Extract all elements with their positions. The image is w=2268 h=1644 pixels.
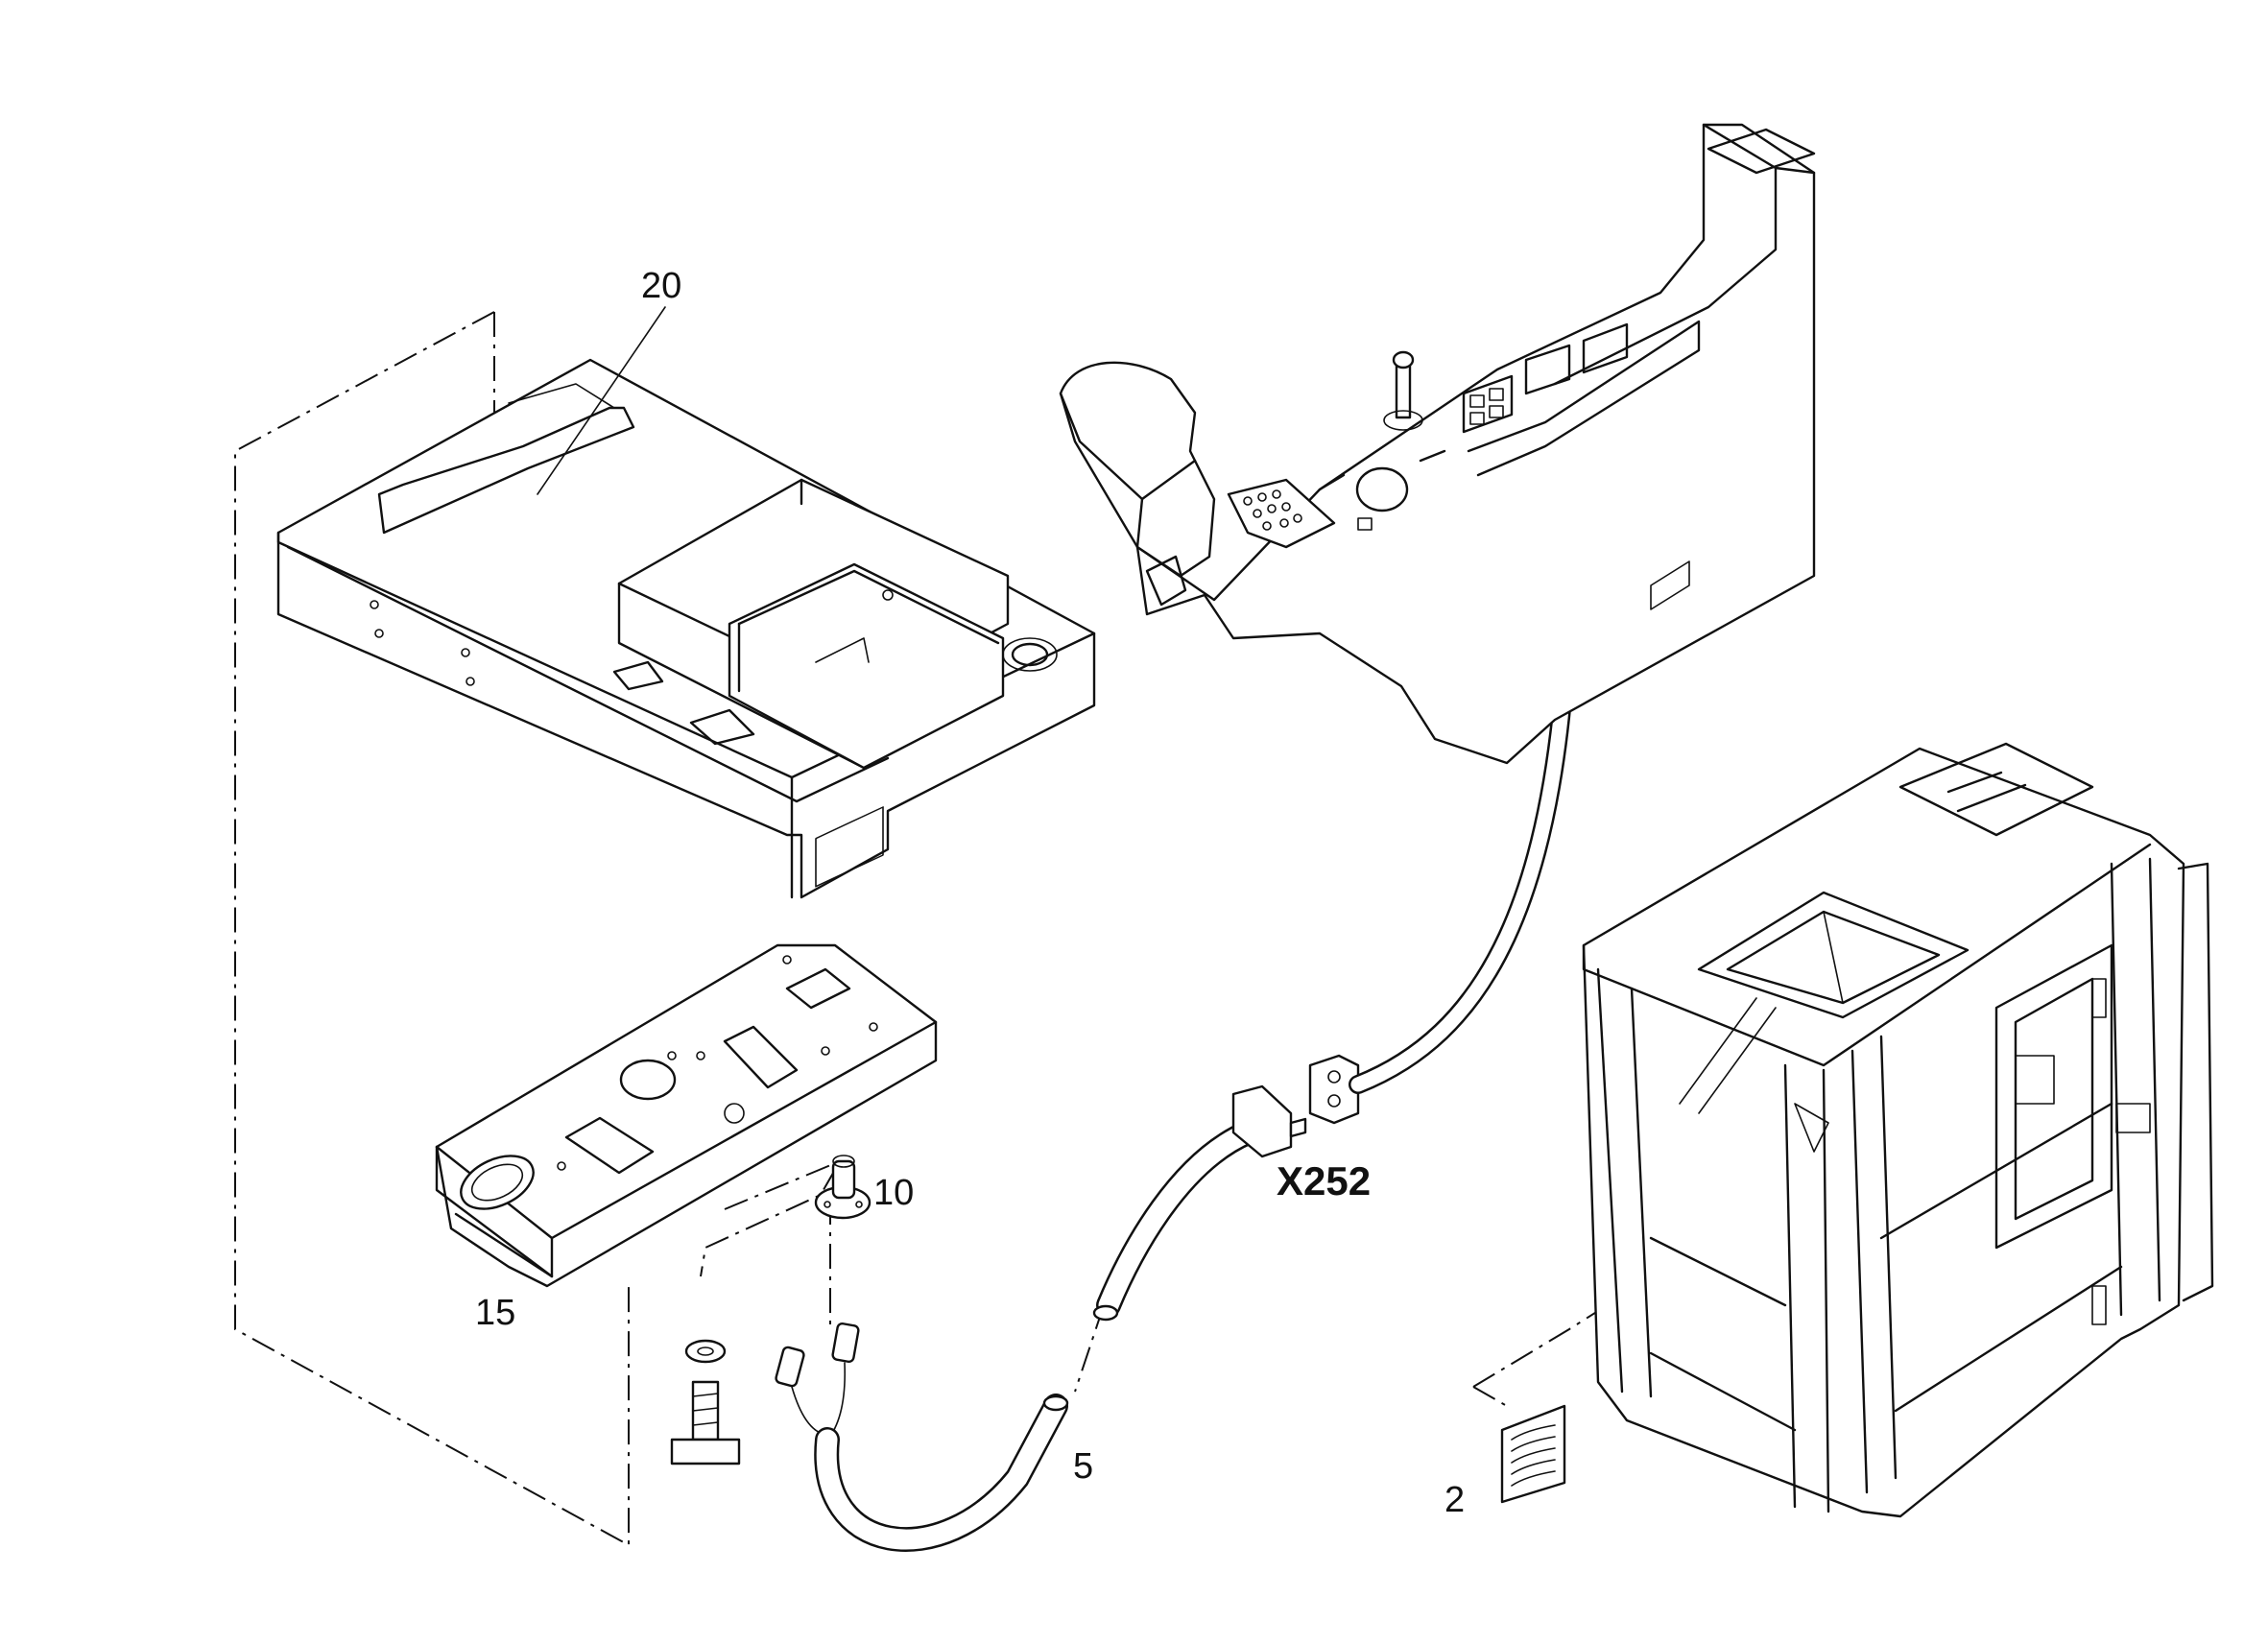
cable-harness [814,557,1579,1552]
label-part-5: 5 [1073,1446,1093,1487]
label-part-2: 2 [1444,1480,1465,1520]
label-connector-x252: X252 [1277,1158,1371,1203]
operator-cab [1582,742,2214,1518]
leader-lines [537,306,666,495]
floor-plate-assembly [276,358,1096,899]
decal-label [1500,1404,1566,1504]
switch-component [670,1155,871,1465]
control-panel-plate [435,943,938,1288]
label-part-15: 15 [475,1293,515,1333]
control-console [1059,123,1816,765]
label-part-20: 20 [641,266,681,306]
label-part-10: 10 [873,1173,914,1213]
